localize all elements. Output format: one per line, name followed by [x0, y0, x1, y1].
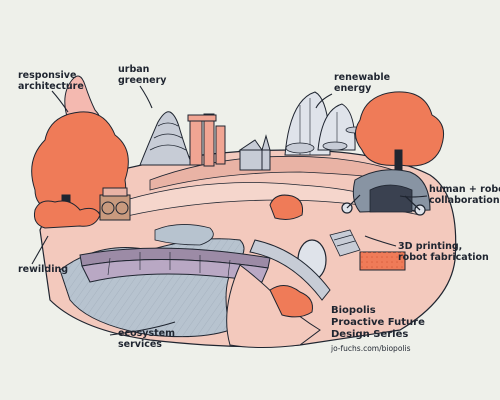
bridge	[79, 247, 271, 283]
robot-arms	[341, 194, 426, 216]
greenery-hill	[139, 111, 193, 166]
wooden-tower	[99, 187, 131, 221]
credit-url[interactable]: jo-fuchs.com/biopolis	[331, 344, 411, 353]
bushes-right	[269, 194, 303, 220]
label-human-robot: human + robot collaboration	[429, 184, 500, 206]
city-towers	[187, 113, 226, 167]
label-urban-greenery: urban greenery	[118, 64, 167, 86]
energy-domes	[284, 91, 356, 156]
tree-right	[355, 91, 445, 176]
front-bushes	[269, 285, 313, 318]
leader-lines	[31, 85, 428, 336]
church	[238, 134, 271, 171]
credit-line-3: Design Series	[331, 329, 409, 340]
bushes-left	[34, 200, 101, 229]
label-renewable-energy: renewable energy	[334, 72, 391, 94]
label-responsive-architecture: responsive architecture	[18, 70, 84, 92]
series-credit: Biopolis Proactive Future Design Series …	[331, 305, 425, 354]
label-ecosystem-services: ecosystem services	[118, 328, 175, 350]
credit-line-1: Biopolis	[331, 305, 376, 316]
retaining-wall	[249, 239, 331, 301]
label-3d-printing: 3D printing, robot fabrication	[398, 241, 489, 263]
credit-line-2: Proactive Future	[331, 317, 425, 328]
steps-area	[329, 229, 361, 257]
label-rewilding: rewilding	[18, 264, 69, 275]
upper-pool	[154, 224, 214, 246]
